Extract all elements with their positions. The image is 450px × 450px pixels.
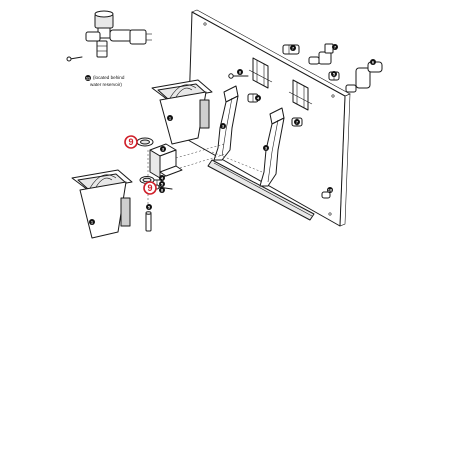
pin (145, 211, 152, 232)
callout-screw-mid: 5 (159, 181, 165, 187)
fitting-low (321, 191, 331, 199)
hopper-front (71, 169, 133, 239)
callout-fitting-top-a: 7 (290, 45, 296, 51)
callout-hopper-rear: 1 (167, 115, 173, 121)
callout-elbow-right: 5 (331, 71, 337, 77)
callout-trough-left: 3 (220, 123, 226, 129)
svg-text:1: 1 (169, 116, 172, 121)
svg-text:(located behind: (located behind (93, 75, 125, 80)
hopper-rear (151, 79, 213, 145)
svg-text:9: 9 (128, 137, 133, 147)
svg-text:1: 1 (91, 220, 94, 225)
svg-text:water reservoir): water reservoir) (90, 82, 122, 87)
svg-text:8: 8 (161, 188, 164, 193)
callout-fitting-mid: 7 (294, 119, 300, 125)
callout-valve: 11 (85, 75, 91, 81)
svg-text:9: 9 (147, 183, 152, 193)
screw-top (228, 73, 249, 79)
callout-panel: 10 (327, 187, 333, 193)
svg-text:3: 3 (265, 146, 268, 151)
panel-clip-right (288, 79, 313, 111)
alignment-lines (147, 143, 263, 205)
svg-text:4: 4 (161, 176, 164, 181)
svg-text:8: 8 (239, 70, 242, 75)
svg-text:3: 3 (162, 147, 165, 152)
callout-fitting-right: 6 (370, 59, 376, 65)
highlight-callout-lower: 9 (143, 181, 157, 195)
svg-text:3: 3 (222, 124, 225, 129)
svg-text:4: 4 (257, 96, 260, 101)
svg-text:6: 6 (372, 60, 375, 65)
center-bracket (149, 143, 183, 179)
fitting-top-b (308, 43, 334, 65)
svg-text:5: 5 (333, 72, 336, 77)
solenoid-valve (66, 10, 152, 62)
callout-pin: 5 (146, 204, 152, 210)
svg-text:5: 5 (148, 205, 151, 210)
svg-text:5: 5 (161, 182, 164, 187)
callout-screw-top: 8 (237, 69, 243, 75)
callout-screw-left: 8 (159, 187, 165, 193)
drip-rail (207, 159, 315, 221)
callout-nut-top: 4 (255, 95, 261, 101)
svg-text:10: 10 (328, 188, 333, 193)
panel-clip-left (248, 57, 273, 89)
highlight-callout-upper: 9 (124, 135, 138, 149)
gasket-upper (136, 137, 154, 147)
svg-text:7: 7 (334, 45, 337, 50)
svg-text:11: 11 (86, 76, 91, 81)
callout-trough-right: 3 (263, 145, 269, 151)
trough-right (259, 107, 285, 187)
callout-hopper-front: 1 (89, 219, 95, 225)
callout-nut-mid: 4 (159, 175, 165, 181)
valve-location-note: (located behind water reservoir) (90, 75, 125, 87)
trough-left (213, 85, 239, 161)
svg-text:7: 7 (296, 120, 299, 125)
svg-text:7: 7 (292, 46, 295, 51)
elbow-fitting-right (345, 61, 383, 93)
callout-fitting-top-b: 7 (332, 44, 338, 50)
callout-bracket-back: 3 (160, 146, 166, 152)
